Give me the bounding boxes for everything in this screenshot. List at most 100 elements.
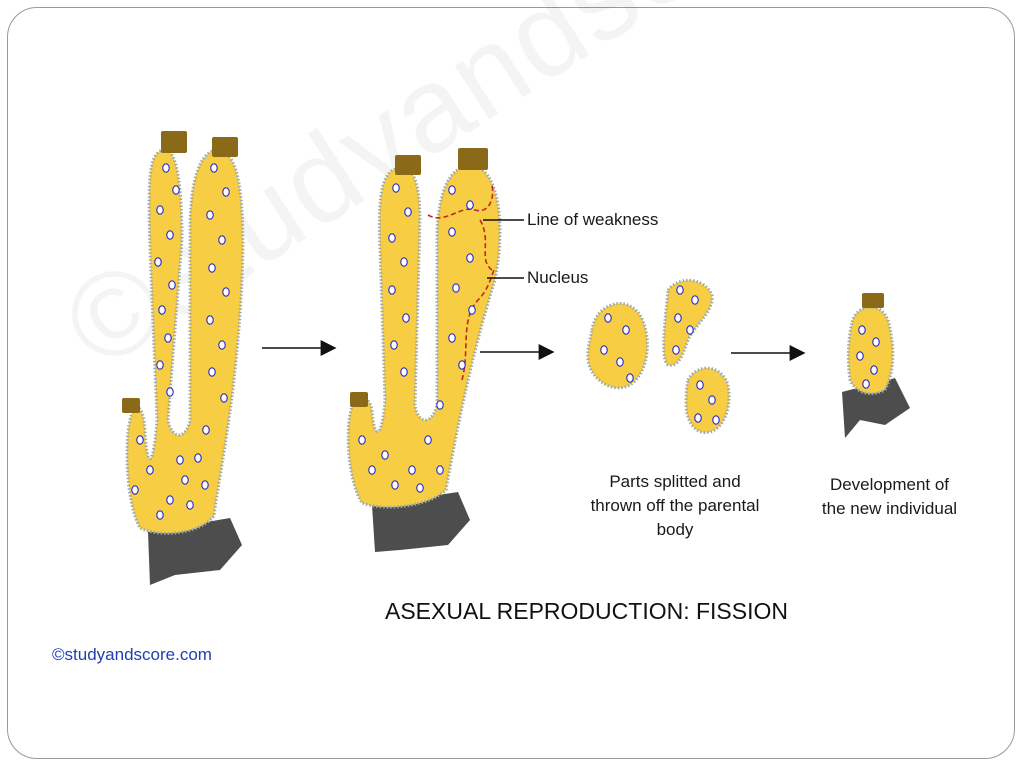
nucleus-dot bbox=[404, 207, 412, 217]
nucleus-dot bbox=[381, 450, 389, 460]
osculum-2-bud bbox=[350, 392, 368, 407]
fragment-nuclei bbox=[600, 285, 720, 425]
nucleus-dot bbox=[158, 305, 166, 315]
nucleus-dot bbox=[166, 230, 174, 240]
nucleus-dot bbox=[452, 283, 460, 293]
nucleus-dot bbox=[872, 337, 880, 347]
line-of-weakness-2 bbox=[479, 219, 493, 271]
nucleus-dot bbox=[194, 453, 202, 463]
nucleus-dot bbox=[206, 210, 214, 220]
nucleus-dot bbox=[402, 313, 410, 323]
osculum-2-left bbox=[395, 155, 421, 175]
nucleus-dot bbox=[172, 185, 180, 195]
nucleus-dot bbox=[862, 379, 870, 389]
nucleus-dot bbox=[222, 187, 230, 197]
nucleus-dot bbox=[408, 465, 416, 475]
line-of-weakness-3 bbox=[461, 269, 495, 381]
nucleus-dot bbox=[388, 233, 396, 243]
nucleus-dot bbox=[208, 263, 216, 273]
nucleus-dot bbox=[672, 345, 680, 355]
nucleus-dot bbox=[400, 367, 408, 377]
nucleus-dot bbox=[436, 400, 444, 410]
nucleus-dot bbox=[186, 500, 194, 510]
parent-organism bbox=[122, 131, 245, 585]
caption-development-line1: Development of bbox=[829, 475, 950, 494]
parent-body bbox=[125, 148, 245, 535]
new-nuclei bbox=[856, 325, 880, 389]
nucleus-dot bbox=[694, 413, 702, 423]
nucleus-dot bbox=[870, 365, 878, 375]
parent-nuclei bbox=[131, 163, 230, 520]
nucleus-dot bbox=[358, 435, 366, 445]
dividing-body bbox=[346, 164, 502, 509]
fragment-2 bbox=[662, 279, 714, 367]
nucleus-dot bbox=[466, 253, 474, 263]
nucleus-dot bbox=[176, 455, 184, 465]
nucleus-dot bbox=[146, 465, 154, 475]
caption-parts-line1: Parts splitted and bbox=[609, 472, 741, 491]
line-of-weakness-1 bbox=[427, 184, 494, 219]
nucleus-dot bbox=[181, 475, 189, 485]
nucleus-dot bbox=[858, 325, 866, 335]
label-line-of-weakness: Line of weakness bbox=[527, 210, 659, 229]
nucleus-dot bbox=[218, 340, 226, 350]
nucleus-dot bbox=[206, 315, 214, 325]
dividing-base bbox=[372, 492, 470, 552]
nucleus-dot bbox=[220, 393, 228, 403]
new-individual bbox=[842, 293, 910, 438]
nucleus-dot bbox=[424, 435, 432, 445]
nucleus-dot bbox=[162, 163, 170, 173]
nucleus-dot bbox=[604, 313, 612, 323]
nucleus-dot bbox=[156, 360, 164, 370]
diagram-title: ASEXUAL REPRODUCTION: FISSION bbox=[385, 598, 788, 624]
nucleus-dot bbox=[131, 485, 139, 495]
nucleus-dot bbox=[691, 295, 699, 305]
parent-base bbox=[148, 518, 242, 585]
nucleus-dot bbox=[622, 325, 630, 335]
osculum-top-left bbox=[161, 131, 187, 153]
nucleus-dot bbox=[368, 465, 376, 475]
nucleus-dot bbox=[218, 235, 226, 245]
nucleus-dot bbox=[674, 313, 682, 323]
dividing-nuclei bbox=[358, 183, 476, 493]
nucleus-dot bbox=[696, 380, 704, 390]
caption-development: Development of the new individual bbox=[812, 473, 967, 521]
nucleus-dot bbox=[458, 360, 466, 370]
nucleus-dot bbox=[686, 325, 694, 335]
fragment-1 bbox=[586, 302, 649, 390]
caption-parts-line2: thrown off the parental body bbox=[590, 496, 760, 539]
osculum-2-right bbox=[458, 148, 488, 170]
nucleus-dot bbox=[416, 483, 424, 493]
osculum-top-right bbox=[212, 137, 238, 157]
nucleus-dot bbox=[210, 163, 218, 173]
caption-development-line2: the new individual bbox=[821, 499, 958, 518]
nucleus-dot bbox=[166, 495, 174, 505]
nucleus-dot bbox=[201, 480, 209, 490]
nucleus-dot bbox=[676, 285, 684, 295]
new-body bbox=[846, 305, 895, 396]
nucleus-dot bbox=[166, 387, 174, 397]
nucleus-dot bbox=[712, 415, 720, 425]
dividing-organism bbox=[346, 148, 524, 552]
nucleus-dot bbox=[202, 425, 210, 435]
label-nucleus: Nucleus bbox=[527, 268, 589, 287]
fragment-3 bbox=[684, 366, 731, 435]
nucleus-dot bbox=[448, 185, 456, 195]
nucleus-dot bbox=[390, 340, 398, 350]
nucleus-dot bbox=[466, 200, 474, 210]
nucleus-dot bbox=[208, 367, 216, 377]
fragments bbox=[586, 279, 731, 435]
osculum-new bbox=[862, 293, 884, 308]
nucleus-dot bbox=[448, 227, 456, 237]
nucleus-dot bbox=[222, 287, 230, 297]
nucleus-dot bbox=[600, 345, 608, 355]
nucleus-dot bbox=[136, 435, 144, 445]
nucleus-dot bbox=[392, 183, 400, 193]
nucleus-dot bbox=[400, 257, 408, 267]
nucleus-dot bbox=[391, 480, 399, 490]
nucleus-dot bbox=[856, 351, 864, 361]
nucleus-dot bbox=[708, 395, 716, 405]
nucleus-dot bbox=[436, 465, 444, 475]
credit-text: ©studyandscore.com bbox=[52, 645, 212, 664]
